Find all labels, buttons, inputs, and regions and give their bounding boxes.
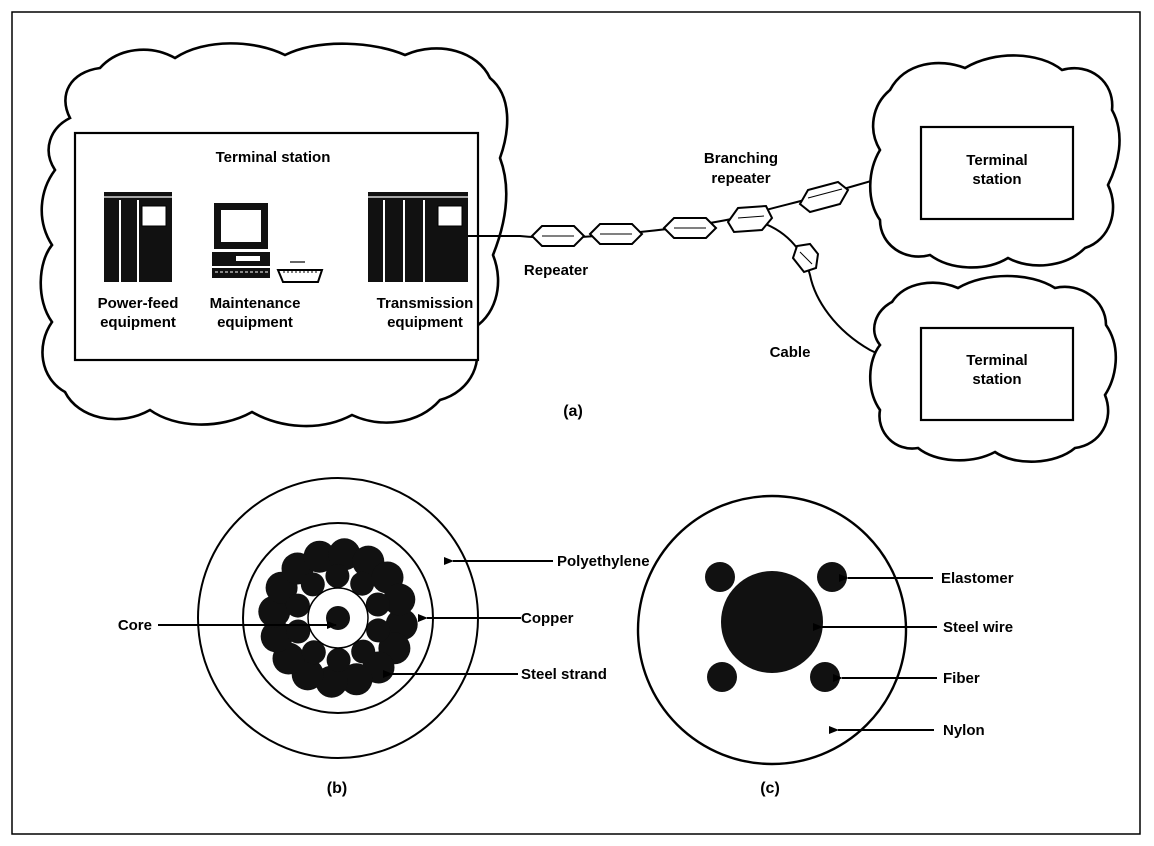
steel-strand-wire [326, 648, 351, 672]
elastomer-element [817, 562, 847, 592]
branching-repeater-icon [726, 204, 774, 234]
terminal-station-title: Terminal station [216, 149, 331, 166]
power-feed-cabinet-icon [104, 192, 172, 282]
elastomer-element [705, 562, 735, 592]
fiber-label: Fiber [943, 670, 980, 687]
fiber-element [810, 662, 840, 692]
repeater-icon [588, 223, 644, 245]
steel-strand-wire [366, 618, 391, 643]
steel-strand-wire [301, 640, 326, 665]
figure-b-cross-section: Polyethylene Copper Steel strand Core (b… [118, 477, 650, 797]
steel-strand-wire [300, 572, 325, 597]
repeater-icon [530, 225, 586, 247]
branching-label-line1: Branching [704, 150, 778, 167]
cable-label: Cable [770, 344, 811, 361]
steel-strand-bundle [258, 538, 418, 698]
steel-strand-wire [325, 564, 350, 588]
steel-strand-wire [303, 540, 336, 573]
steel-strand-label: Steel strand [521, 666, 607, 683]
steel-wire-core [721, 571, 823, 673]
steel-strand-wire [383, 583, 416, 616]
transmission-cabinet-icon [368, 192, 468, 282]
remote-station-upper-label-line2: station [972, 171, 1021, 188]
elastomer-label: Elastomer [941, 570, 1014, 587]
figure-c-cross-section: Elastomer Steel wire Fiber Nylon (c) [636, 494, 1014, 797]
figure-a-caption: (a) [563, 403, 583, 420]
remote-station-lower-label-line2: station [972, 371, 1021, 388]
repeater-icon [791, 242, 820, 274]
remote-station-upper-box [919, 125, 1075, 221]
steel-strand-wire [350, 571, 375, 596]
power-feed-label-line2: equipment [100, 314, 176, 331]
core-label: Core [118, 617, 152, 634]
steel-wire-label: Steel wire [943, 619, 1013, 636]
figure-frame [11, 11, 1141, 835]
remote-station-lower-box [919, 326, 1075, 422]
steel-strand-wire [340, 663, 373, 696]
maintenance-computer-icon [212, 203, 324, 283]
repeater-label: Repeater [524, 262, 588, 279]
branching-label-line2: repeater [711, 170, 770, 187]
steel-strand-wire [286, 619, 311, 644]
figure-b-caption: (b) [327, 780, 347, 797]
fiber-element [707, 662, 737, 692]
copper-label: Copper [521, 610, 574, 627]
transmission-label-line2: equipment [387, 314, 463, 331]
remote-station-upper-label-line1: Terminal [966, 152, 1027, 169]
maintenance-label-line1: Maintenance [210, 295, 301, 312]
figure-c-caption: (c) [760, 780, 780, 797]
remote-station-lower-label-line1: Terminal [966, 352, 1027, 369]
figure-a-system: Terminal station Power-feed equipment Ma… [39, 42, 1121, 463]
core-conductor [326, 606, 350, 630]
repeater-icon [662, 217, 718, 239]
nylon-label: Nylon [943, 722, 985, 739]
polyethylene-label: Polyethylene [557, 553, 650, 570]
maintenance-label-line2: equipment [217, 314, 293, 331]
steel-strand-wire [351, 639, 376, 664]
steel-strand-wire [365, 592, 390, 617]
repeater-icon [798, 180, 850, 214]
transmission-label-line1: Transmission [377, 295, 474, 312]
power-feed-label-line1: Power-feed [98, 295, 179, 312]
steel-strand-wire [260, 620, 293, 653]
steel-strand-wire [285, 593, 310, 618]
